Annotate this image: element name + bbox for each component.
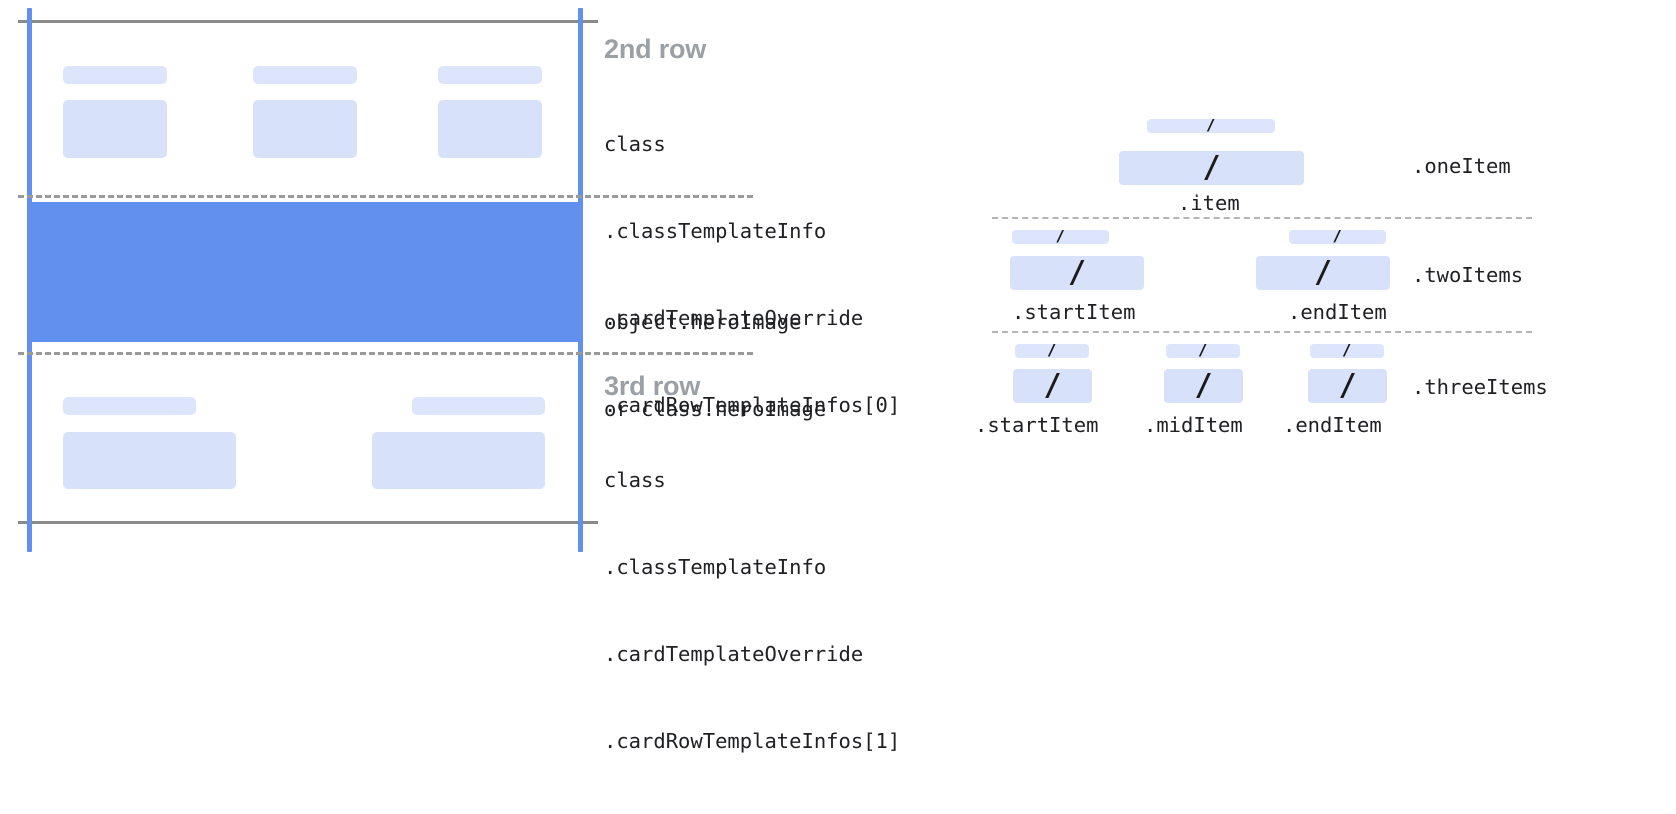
threeitems-end-tall-box: / (1308, 369, 1387, 403)
diagram-canvas: 2nd row class .classTemplateInfo .cardTe… (18, 8, 1548, 753)
row3-code-line-2: .classTemplateInfo (604, 555, 827, 579)
twoitems-end-tall-box: / (1256, 256, 1390, 290)
twoitems-sub-label-start: .startItem (1012, 300, 1136, 324)
twoitems-start-thin-box: / (1012, 230, 1109, 244)
threeitems-sub-label-mid: .midItem (1144, 413, 1243, 437)
group-divider-2 (992, 331, 1532, 333)
placeholder-slash-icon: / (1194, 369, 1213, 403)
row2-chip-label-2 (253, 66, 357, 84)
oneitem-thin-box: / (1147, 119, 1275, 133)
placeholder-slash-icon: / (1313, 256, 1333, 290)
threeitems-end-thin-box: / (1310, 344, 1384, 358)
row2-chip-value-3 (438, 100, 542, 158)
row3-code-block: class .classTemplateInfo .cardTemplateOv… (604, 408, 900, 814)
threeitems-start-thin-box: / (1015, 344, 1089, 358)
group-label-threeitems: .threeItems (1412, 375, 1548, 399)
threeitems-sub-label-start: .startItem (975, 413, 1099, 437)
placeholder-slash-icon: / (1055, 230, 1066, 244)
row2-code-block: class .classTemplateInfo .cardTemplateOv… (604, 72, 900, 478)
row2-chip-value-2 (253, 100, 357, 158)
hero-image-band (31, 202, 582, 342)
threeitems-start-tall-box: / (1013, 369, 1092, 403)
oneitem-sub-label-item: .item (1178, 191, 1240, 215)
hero-code-line-1: object.heroImage (604, 310, 802, 334)
hero-bottom-divider (18, 352, 753, 355)
row3-chip-label-2 (412, 397, 545, 415)
row2-bottom-divider (18, 195, 753, 198)
row3-code-line-1: class (604, 468, 666, 492)
oneitem-tall-box: / (1119, 151, 1304, 185)
row2-chip-label-3 (438, 66, 542, 84)
hero-code-line-2: or class.heroImage (604, 397, 827, 421)
twoitems-sub-label-end: .endItem (1288, 300, 1387, 324)
row2-code-line-1: class (604, 132, 666, 156)
threeitems-mid-thin-box: / (1166, 344, 1240, 358)
card-bottom-border (18, 521, 598, 524)
row3-chip-value-2 (372, 432, 545, 489)
row3-chip-label-1 (63, 397, 196, 415)
placeholder-slash-icon: / (1202, 151, 1221, 185)
row2-chip-label-1 (63, 66, 167, 84)
placeholder-slash-icon: / (1043, 369, 1062, 403)
row2-code-line-3: .cardTemplateOverride (604, 306, 864, 330)
row3-code-line-4: .cardRowTemplateInfos[1] (604, 729, 901, 753)
threeitems-mid-tall-box: / (1164, 369, 1243, 403)
group-divider-1 (992, 217, 1532, 219)
card-left-rail (27, 8, 32, 552)
hero-code-block: object.heroImage or class.heroImage (604, 250, 826, 482)
twoitems-start-tall-box: / (1010, 256, 1144, 290)
placeholder-slash-icon: / (1341, 344, 1353, 358)
row3-heading: 3rd row (604, 371, 701, 401)
threeitems-sub-label-end: .endItem (1283, 413, 1382, 437)
placeholder-slash-icon: / (1067, 256, 1087, 290)
placeholder-slash-icon: / (1332, 230, 1343, 244)
placeholder-slash-icon: / (1338, 369, 1357, 403)
row2-heading: 2nd row (604, 34, 707, 64)
row3-code-line-3: .cardTemplateOverride (604, 642, 864, 666)
card-top-border (18, 20, 598, 23)
row2-chip-value-1 (63, 100, 167, 158)
placeholder-slash-icon: / (1205, 119, 1217, 133)
row2-code-line-4: .cardRowTemplateInfos[0] (604, 393, 901, 417)
group-label-twoitems: .twoItems (1412, 263, 1524, 287)
twoitems-end-thin-box: / (1289, 230, 1386, 244)
row2-code-line-2: .classTemplateInfo (604, 219, 827, 243)
row3-chip-value-1 (63, 432, 236, 489)
group-label-oneitem: .oneItem (1412, 154, 1511, 178)
placeholder-slash-icon: / (1197, 344, 1209, 358)
placeholder-slash-icon: / (1046, 344, 1058, 358)
